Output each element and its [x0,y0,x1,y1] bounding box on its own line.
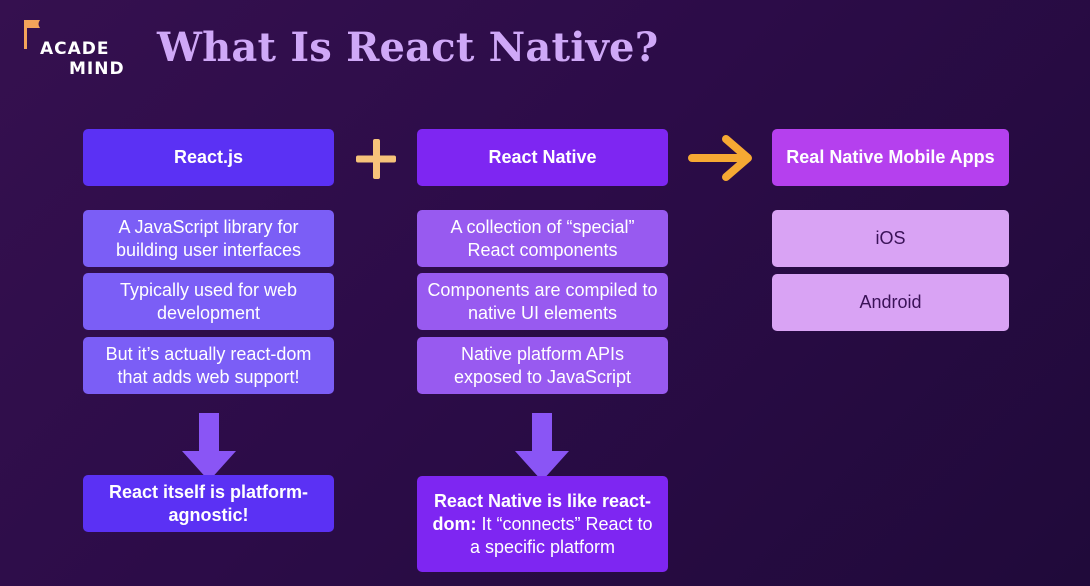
react-conclusion: React itself is platform-agnostic! [83,475,334,532]
react-native-conclusion-bold: React Native is like react-dom: [432,490,652,534]
native-apps-header: Real Native Mobile Apps [772,129,1009,186]
react-item: Typically used for web development [83,273,334,330]
flag-icon [24,20,40,49]
react-native-header: React Native [417,129,668,186]
platform-item-ios: iOS [772,210,1009,267]
react-item: A JavaScript library for building user i… [83,210,334,267]
plus-icon [356,139,396,179]
react-header: React.js [83,129,334,186]
arrow-right-icon [688,135,752,181]
logo-text-bottom: MIND [69,59,125,79]
arrow-down-icon [182,413,236,481]
react-native-conclusion-text: React Native is like react-dom: It “conn… [427,490,658,559]
react-item: But it’s actually react-dom that adds we… [83,337,334,394]
logo-text-top: ACADE [40,39,110,59]
logo: ACADE MIND [22,18,132,79]
react-native-conclusion: React Native is like react-dom: It “conn… [417,476,668,572]
react-native-item: A collection of “special” React componen… [417,210,668,267]
platform-item-android: Android [772,274,1009,331]
slide-title: What Is React Native? [157,24,659,71]
react-native-item: Components are compiled to native UI ele… [417,273,668,330]
arrow-down-icon [515,413,569,481]
react-native-conclusion-rest: It “connects” React to a specific platfo… [469,513,653,557]
react-native-item: Native platform APIs exposed to JavaScri… [417,337,668,394]
